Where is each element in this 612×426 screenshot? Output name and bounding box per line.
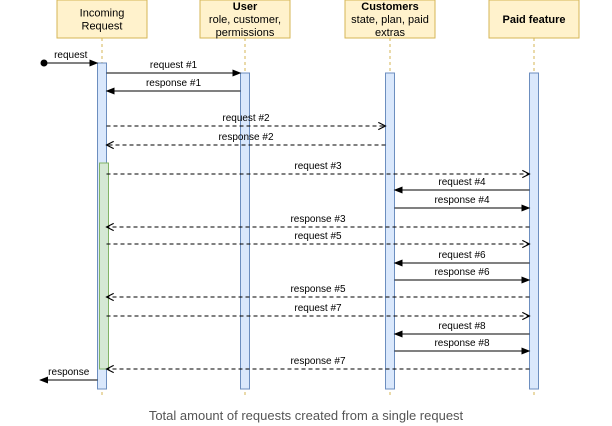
activation-bar-user bbox=[240, 72, 250, 390]
message-18: response bbox=[39, 367, 98, 384]
participant-label-customers: Customers bbox=[361, 1, 418, 13]
participant-label-customers: state, plan, paid bbox=[351, 14, 429, 26]
message-label: request #1 bbox=[150, 60, 198, 71]
message-4: request #2 bbox=[106, 113, 386, 126]
message-label: response #5 bbox=[290, 284, 345, 295]
message-label: response #8 bbox=[434, 338, 489, 349]
participant-label-customers: extras bbox=[375, 27, 405, 39]
message-10: request #5 bbox=[106, 231, 530, 244]
message-label: response #7 bbox=[290, 356, 345, 367]
message-7: request #4 bbox=[393, 177, 530, 194]
message-label: response #2 bbox=[218, 132, 273, 143]
message-1: request bbox=[40, 50, 99, 67]
participant-label-incoming: Request bbox=[82, 21, 123, 33]
participant-label-user: role, customer, bbox=[209, 14, 281, 26]
participant-label-paid: Paid feature bbox=[503, 14, 566, 26]
message-5: response #2 bbox=[107, 132, 386, 145]
participant-box-user bbox=[199, 0, 291, 39]
message-11: request #6 bbox=[393, 250, 530, 267]
participant-label-user: permissions bbox=[216, 27, 275, 39]
figure-caption: Total amount of requests created from a … bbox=[148, 408, 464, 423]
message-17: response #7 bbox=[107, 356, 530, 369]
message-label: request #2 bbox=[222, 113, 270, 124]
message-8: response #4 bbox=[394, 195, 531, 212]
message-label: request #6 bbox=[438, 250, 486, 261]
activation-bar-paid bbox=[529, 72, 539, 390]
message-6: request #3 bbox=[106, 161, 530, 174]
message-16: response #8 bbox=[394, 338, 531, 355]
activation-bar-customers bbox=[385, 72, 395, 390]
message-3: response #1 bbox=[105, 78, 241, 95]
message-label: response #6 bbox=[434, 267, 489, 278]
message-12: response #6 bbox=[394, 267, 531, 284]
message-label: request #5 bbox=[294, 231, 342, 242]
participant-box-customers bbox=[344, 0, 436, 39]
nested-activation-bar-incoming bbox=[99, 162, 109, 370]
message-15: request #8 bbox=[393, 321, 530, 338]
participant-label-incoming: Incoming bbox=[80, 8, 125, 20]
message-label: request bbox=[54, 50, 88, 61]
message-2: request #1 bbox=[106, 60, 242, 77]
message-label: response #4 bbox=[434, 195, 489, 206]
participant-paid: Paid feature bbox=[488, 0, 580, 39]
message-label: request #8 bbox=[438, 321, 486, 332]
participant-box-incoming bbox=[56, 0, 148, 39]
message-14: request #7 bbox=[106, 303, 530, 316]
message-label: response #3 bbox=[290, 214, 345, 225]
message-label: request #4 bbox=[438, 177, 486, 188]
message-label: response bbox=[48, 367, 90, 378]
participant-label-user: User bbox=[233, 1, 258, 13]
start-point bbox=[40, 59, 48, 67]
message-9: response #3 bbox=[107, 214, 530, 227]
message-label: request #7 bbox=[294, 303, 342, 314]
message-label: request #3 bbox=[294, 161, 342, 172]
message-label: response #1 bbox=[146, 78, 201, 89]
participant-box-paid bbox=[488, 0, 580, 39]
message-13: response #5 bbox=[107, 284, 530, 297]
